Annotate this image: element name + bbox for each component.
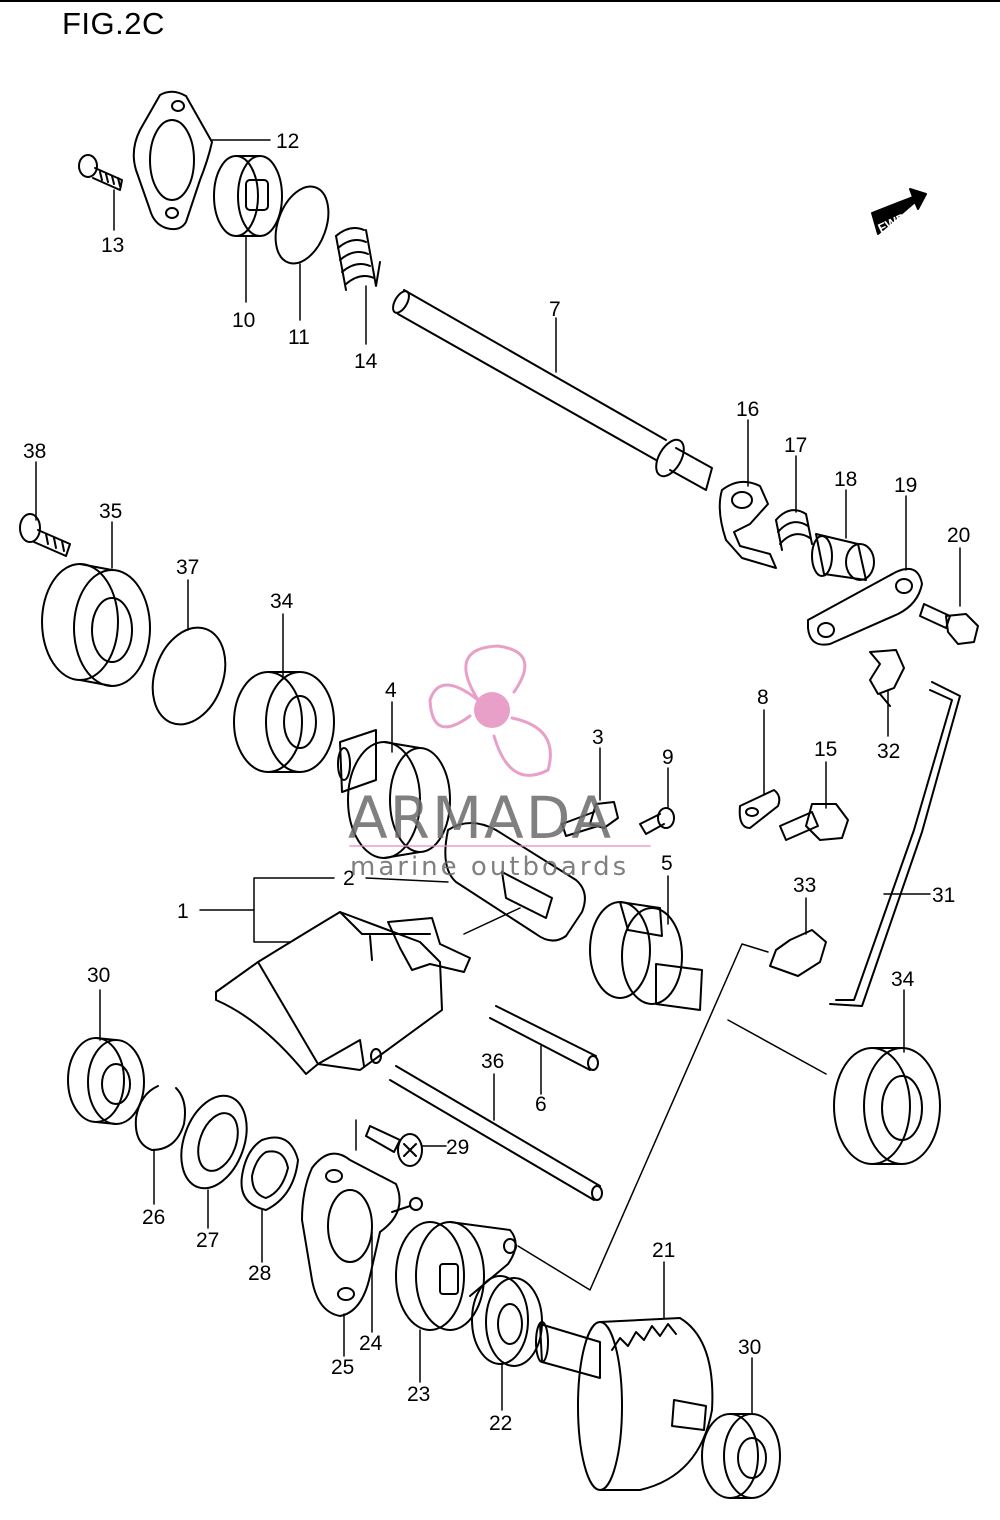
part-35-seal	[41, 563, 151, 687]
part-18-collar	[811, 533, 875, 581]
part-23-drive-plate	[395, 1221, 517, 1331]
part-16-lever	[718, 480, 777, 569]
part-28-gasket	[240, 1136, 299, 1211]
callout-20: 20	[947, 524, 970, 547]
part-6-pin	[489, 1005, 599, 1071]
callout-38: 38	[23, 440, 46, 463]
figure-title: FIG.2C	[62, 6, 165, 41]
callout-4: 4	[385, 679, 397, 702]
callout-9: 9	[662, 746, 674, 769]
callout-1: 1	[177, 900, 189, 923]
part-26-snap-ring	[134, 1085, 186, 1151]
callout-30-lower: 30	[738, 1336, 761, 1359]
part-31-rod	[829, 681, 961, 1007]
part-4-cam	[337, 729, 451, 859]
propeller-logo-icon	[428, 644, 552, 777]
callout-35: 35	[99, 500, 122, 523]
callout-13: 13	[101, 234, 124, 257]
callout-23: 23	[407, 1383, 430, 1406]
callout-11: 11	[288, 326, 310, 349]
part-8-plate	[738, 789, 781, 829]
part-30-bearing-lower	[701, 1413, 781, 1499]
callout-15: 15	[814, 738, 837, 761]
part-13-bolt	[78, 154, 123, 191]
callout-labels: 1 2 3 4 5 6 7 8 9 10 11 12 13 14 15 16 1…	[23, 130, 970, 1435]
callout-8: 8	[757, 686, 769, 709]
watermark-tagline: marine outboards	[350, 852, 629, 882]
callout-26: 26	[142, 1206, 165, 1229]
part-33-clip	[769, 929, 827, 977]
part-36-pin	[389, 1065, 603, 1201]
watermark-brand: ARMADA	[348, 784, 613, 852]
callout-5: 5	[661, 852, 673, 875]
callout-10: 10	[232, 309, 255, 332]
part-25-plate	[301, 1152, 401, 1317]
part-2-gasket	[444, 822, 586, 942]
callout-14: 14	[354, 350, 378, 373]
part-37-o-ring	[151, 626, 227, 726]
part-10-housing	[213, 155, 283, 237]
callout-28: 28	[248, 1262, 271, 1285]
callout-27: 27	[196, 1229, 219, 1252]
callout-32: 32	[877, 740, 900, 763]
callout-22: 22	[489, 1412, 512, 1435]
callout-34-upper: 34	[270, 590, 294, 613]
part-12-gasket	[132, 90, 213, 231]
part-38-bolt	[19, 513, 71, 557]
leader-lines	[35, 139, 961, 1415]
part-3-bolt	[561, 801, 619, 837]
part-20-bolt	[919, 603, 979, 645]
part-32-clip	[869, 649, 905, 707]
callout-36: 36	[481, 1050, 504, 1073]
callout-18: 18	[834, 468, 857, 491]
part-19-link	[807, 568, 923, 646]
callout-19: 19	[894, 474, 917, 497]
callout-31: 31	[932, 884, 955, 907]
callout-12: 12	[276, 130, 299, 153]
part-29-screw	[365, 1125, 423, 1167]
top-border	[0, 0, 1000, 2]
callout-6: 6	[535, 1093, 547, 1116]
part-34-bearing-upper	[233, 671, 335, 773]
part-34-bearing-lower	[833, 1047, 941, 1165]
part-9-screw	[639, 807, 675, 835]
part-14-spring	[335, 227, 381, 291]
callout-25: 25	[331, 1356, 354, 1379]
part-7-shaft	[392, 289, 713, 491]
callout-33: 33	[793, 874, 816, 897]
part-24-pin	[391, 1197, 423, 1213]
callout-21: 21	[652, 1239, 675, 1262]
callout-34-lower: 34	[891, 968, 915, 991]
callout-37: 37	[176, 556, 199, 579]
callout-2: 2	[343, 867, 355, 890]
callout-29: 29	[446, 1136, 469, 1159]
part-17-spring	[775, 509, 813, 551]
part-11-o-ring	[274, 185, 330, 265]
callout-16: 16	[736, 398, 759, 421]
part-21-gear	[535, 1317, 714, 1491]
part-30-bearing-left	[67, 1037, 145, 1125]
callout-3: 3	[592, 726, 604, 749]
callout-30-left: 30	[87, 964, 110, 987]
watermark: ARMADA marine outboards	[348, 644, 651, 882]
callout-7: 7	[549, 298, 561, 321]
callout-24: 24	[359, 1332, 383, 1355]
fwd-arrow-icon: FWD	[871, 188, 927, 236]
part-1-actuator	[215, 911, 471, 1075]
callout-17: 17	[784, 434, 807, 457]
part-15-bolt	[779, 803, 849, 841]
part-27-washer	[180, 1094, 248, 1190]
part-5-cam	[589, 901, 703, 1011]
